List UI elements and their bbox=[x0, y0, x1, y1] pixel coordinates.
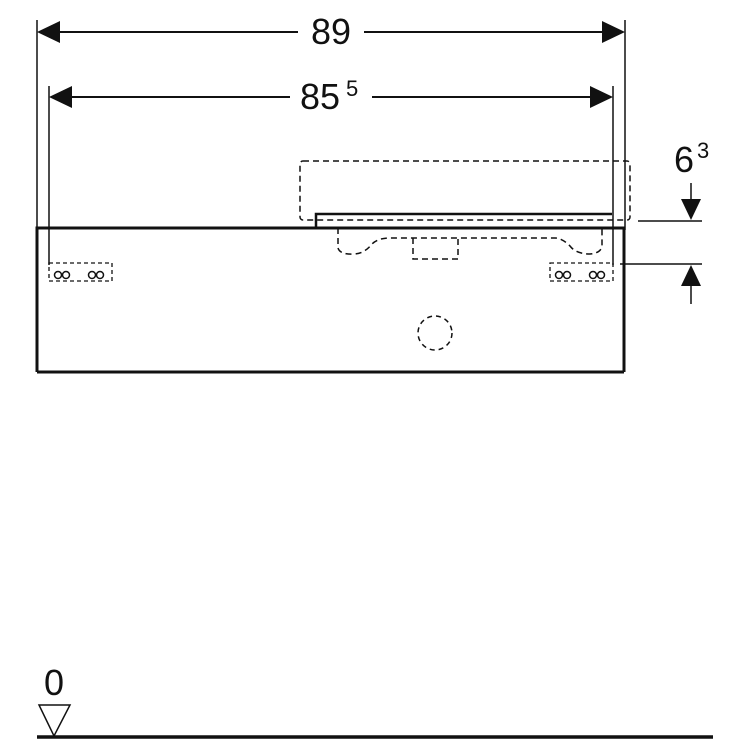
screw-hole-icon bbox=[554, 270, 564, 280]
inner-width-superscript: 5 bbox=[346, 76, 358, 101]
arrow-up-icon bbox=[681, 265, 701, 286]
floor-level-marker: 0 bbox=[37, 662, 713, 739]
siphon-dashed bbox=[412, 238, 459, 260]
arrow-left-icon bbox=[49, 86, 72, 108]
screw-hole-icon bbox=[95, 270, 105, 280]
top-height-label: 6 bbox=[674, 139, 694, 180]
screw-hole-icon bbox=[53, 270, 63, 280]
wall-bracket-right bbox=[549, 262, 614, 282]
floor-level-label: 0 bbox=[44, 662, 64, 703]
arrow-left-icon bbox=[37, 21, 60, 43]
cabinet-outline bbox=[35, 226, 626, 372]
screw-hole-icon bbox=[596, 270, 606, 280]
overall-width-label: 89 bbox=[311, 11, 351, 52]
cabinet-body bbox=[35, 226, 626, 374]
arrow-right-icon bbox=[590, 86, 613, 108]
arrow-right-icon bbox=[602, 21, 625, 43]
screw-hole-icon bbox=[588, 270, 598, 280]
bracket-dashed-box bbox=[549, 262, 614, 282]
inner-width-dimension: 85 5 bbox=[48, 76, 614, 265]
washbasin-outline bbox=[299, 160, 631, 260]
overall-width-dimension: 89 bbox=[36, 11, 626, 230]
level-triangle-icon bbox=[37, 704, 72, 738]
washbasin-dashed-body bbox=[299, 160, 631, 221]
drain-hole-dashed-icon bbox=[417, 315, 453, 351]
washbasin-slab bbox=[314, 212, 612, 227]
wall-bracket-left bbox=[48, 262, 113, 282]
top-height-dimension: 6 3 bbox=[620, 138, 709, 304]
screw-hole-icon bbox=[562, 270, 572, 280]
basin-bowl-dashed bbox=[337, 228, 603, 255]
top-height-superscript: 3 bbox=[697, 138, 709, 163]
inner-width-label: 85 bbox=[300, 76, 340, 117]
screw-hole-icon bbox=[61, 270, 71, 280]
bracket-dashed-box bbox=[48, 262, 113, 282]
arrow-down-icon bbox=[681, 199, 701, 220]
screw-hole-icon bbox=[87, 270, 97, 280]
